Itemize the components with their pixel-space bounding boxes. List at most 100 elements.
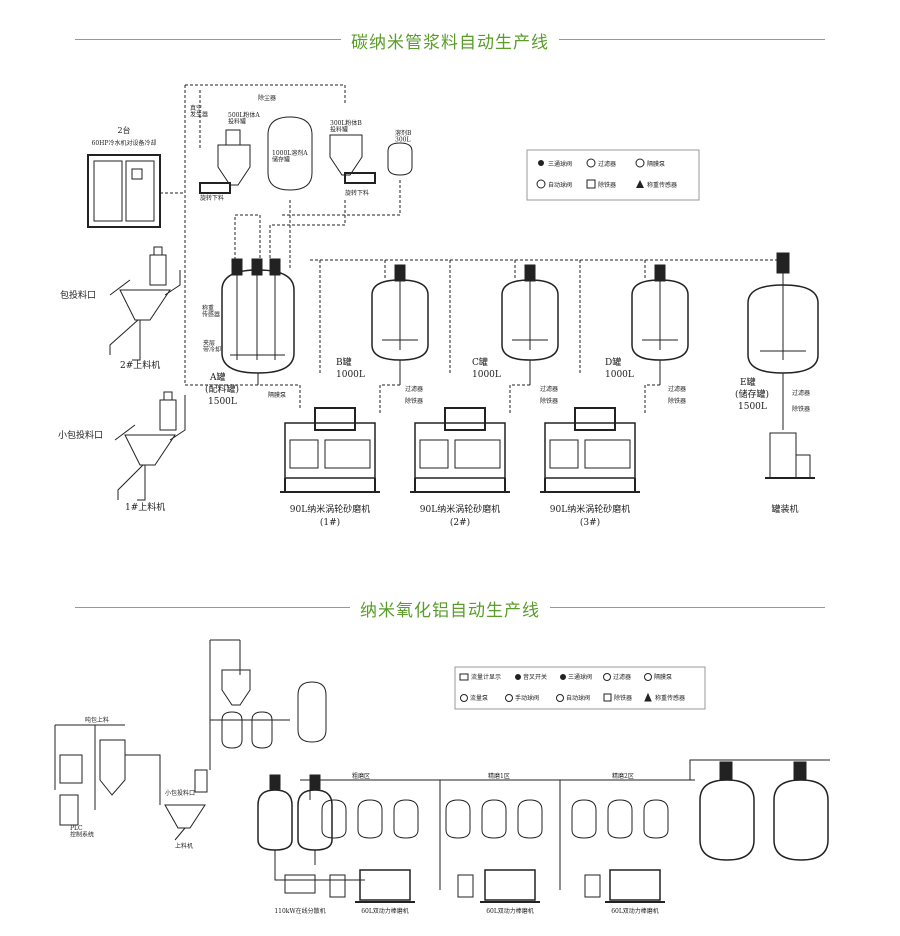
auto-valve-icon	[556, 694, 564, 702]
filter-icon	[603, 673, 611, 681]
filter-icon	[586, 158, 596, 168]
section1-legend-icons	[536, 158, 645, 189]
top-hopper	[221, 669, 251, 706]
legend1-auto-valve: 自动球阀	[548, 181, 572, 189]
zone1-label: 粗磨区	[352, 772, 370, 780]
mill3-label: 90L纳米涡轮砂磨机	[550, 503, 630, 515]
filter-label-c: 过滤器	[540, 385, 558, 393]
tank-b	[371, 264, 429, 385]
iron-remover-icon	[586, 179, 596, 189]
small-port-label-2: 小包投料口	[165, 789, 195, 797]
pack-port-label: 包投料口	[60, 289, 96, 301]
diaphragm-label: 隔膜泵	[268, 391, 286, 399]
dust-label: 除尘器	[258, 94, 276, 102]
mill3-num: (3#)	[580, 517, 600, 528]
tank-1000l	[267, 116, 313, 191]
tank-c-name: C罐	[472, 356, 488, 368]
zone1-tanks	[321, 799, 419, 839]
section2-title: 纳米氧化铝自动生产线	[350, 601, 550, 621]
tank-d	[631, 264, 689, 385]
bin-1	[329, 874, 346, 898]
legend1-filter: 过滤器	[598, 160, 616, 168]
heat-label: 夹层带冷却	[203, 339, 221, 354]
premix-tanks	[221, 711, 273, 749]
tank-a-vol: 1500L	[208, 397, 237, 407]
chiller-label: 2台	[117, 125, 130, 135]
mill2-num: (2#)	[450, 517, 470, 528]
mill1-label: 90L纳米涡轮砂磨机	[290, 503, 370, 515]
hopper-a	[199, 129, 251, 194]
rod-mills	[355, 869, 665, 903]
filler-label: 罐装机	[771, 503, 798, 515]
flow-pump-icon	[460, 694, 468, 702]
legend1-diaphragm: 隔膜泵	[647, 160, 665, 168]
legend2-tuning-fork: 音叉开关	[523, 673, 547, 681]
inline-disperser	[284, 874, 316, 894]
tank-e-vol: 1500L	[738, 402, 767, 412]
iron-label-d: 除铁器	[668, 397, 686, 405]
legend2-iron: 除铁器	[614, 694, 632, 702]
section1-title: 碳纳米管浆料自动生产线	[341, 33, 559, 53]
carbon-nanotube-diagram: 2台 60HP冷水机对设备冷却 包投料口 2#上料机 小包投料口 1#上料机 真…	[58, 84, 819, 528]
solvent-tank-tall	[297, 681, 327, 743]
iron-label-b: 除铁器	[405, 397, 423, 405]
section2-legend-icons	[459, 673, 652, 702]
section1-legend-box	[526, 149, 700, 201]
diaphragm-pump-icon	[635, 158, 645, 168]
tank-a-sub: (配料罐)	[205, 383, 239, 395]
filter-label-e: 过滤器	[792, 389, 810, 397]
mill-label-1: 60L双动力棒磨机	[361, 907, 409, 915]
legend2-flow-pump: 流量泵	[470, 694, 488, 702]
iron-label-e: 除铁器	[792, 405, 810, 413]
tank-a	[221, 258, 295, 385]
tank-d-name: D罐	[605, 356, 621, 368]
mill-label-2: 60L双动力棒磨机	[486, 907, 534, 915]
legend1-three-way: 三通球阀	[548, 160, 572, 168]
hopper-b	[329, 134, 376, 184]
auto-valve-icon	[536, 179, 546, 189]
mill-2	[410, 407, 510, 493]
flow-meter-icon	[459, 673, 469, 681]
ton-bag-label: 吨包上料	[85, 716, 109, 724]
loader-label-2: 上料机	[175, 842, 193, 850]
mill-1	[280, 407, 380, 493]
legend2-weigh: 称重传感器	[655, 694, 685, 702]
manual-valve-icon	[505, 694, 513, 702]
rotary-a-label: 旋转下料	[200, 194, 224, 202]
legend2-flow-meter: 流量计显示	[471, 673, 501, 681]
three-way-valve-icon	[538, 160, 544, 166]
mill-label-3: 60L双动力棒磨机	[611, 907, 659, 915]
legend2-filter: 过滤器	[613, 673, 631, 681]
chiller-unit	[87, 154, 161, 228]
mix-tanks	[257, 774, 333, 851]
chiller-desc: 60HP冷水机对设备冷却	[92, 139, 157, 147]
rotary-b-label: 旋转下料	[345, 189, 369, 197]
filter-label-b: 过滤器	[405, 385, 423, 393]
section2-legend-box	[454, 666, 706, 710]
mill-3	[540, 407, 640, 493]
solvent-b-tank	[387, 142, 413, 176]
tuning-fork-icon	[515, 674, 521, 680]
section2-title-row: 纳米氧化铝自动生产线	[0, 596, 900, 621]
zone2-label: 精磨1区	[488, 772, 510, 780]
weigh-sensor-icon	[644, 692, 652, 702]
tank-c-vol: 1000L	[472, 370, 501, 380]
vacuum-label: 真空发生器	[190, 104, 208, 119]
loader1-label: 1#上料机	[125, 501, 165, 513]
tank-c	[501, 264, 559, 385]
tank-d-vol: 1000L	[605, 370, 634, 380]
tank-e-name: E罐	[740, 376, 756, 388]
section1-title-row: 碳纳米管浆料自动生产线	[0, 28, 900, 53]
weigh-label: 称重传感器	[202, 304, 220, 319]
legend2-three-way: 三通球阀	[568, 673, 592, 681]
iron-remover-icon	[603, 693, 612, 702]
mill2-label: 90L纳米涡轮砂磨机	[420, 503, 500, 515]
legend1-weigh: 称重传感器	[647, 181, 677, 189]
legend1-iron: 除铁器	[598, 181, 616, 189]
three-way-valve-icon	[560, 674, 566, 680]
loader2-label: 2#上料机	[120, 359, 160, 371]
